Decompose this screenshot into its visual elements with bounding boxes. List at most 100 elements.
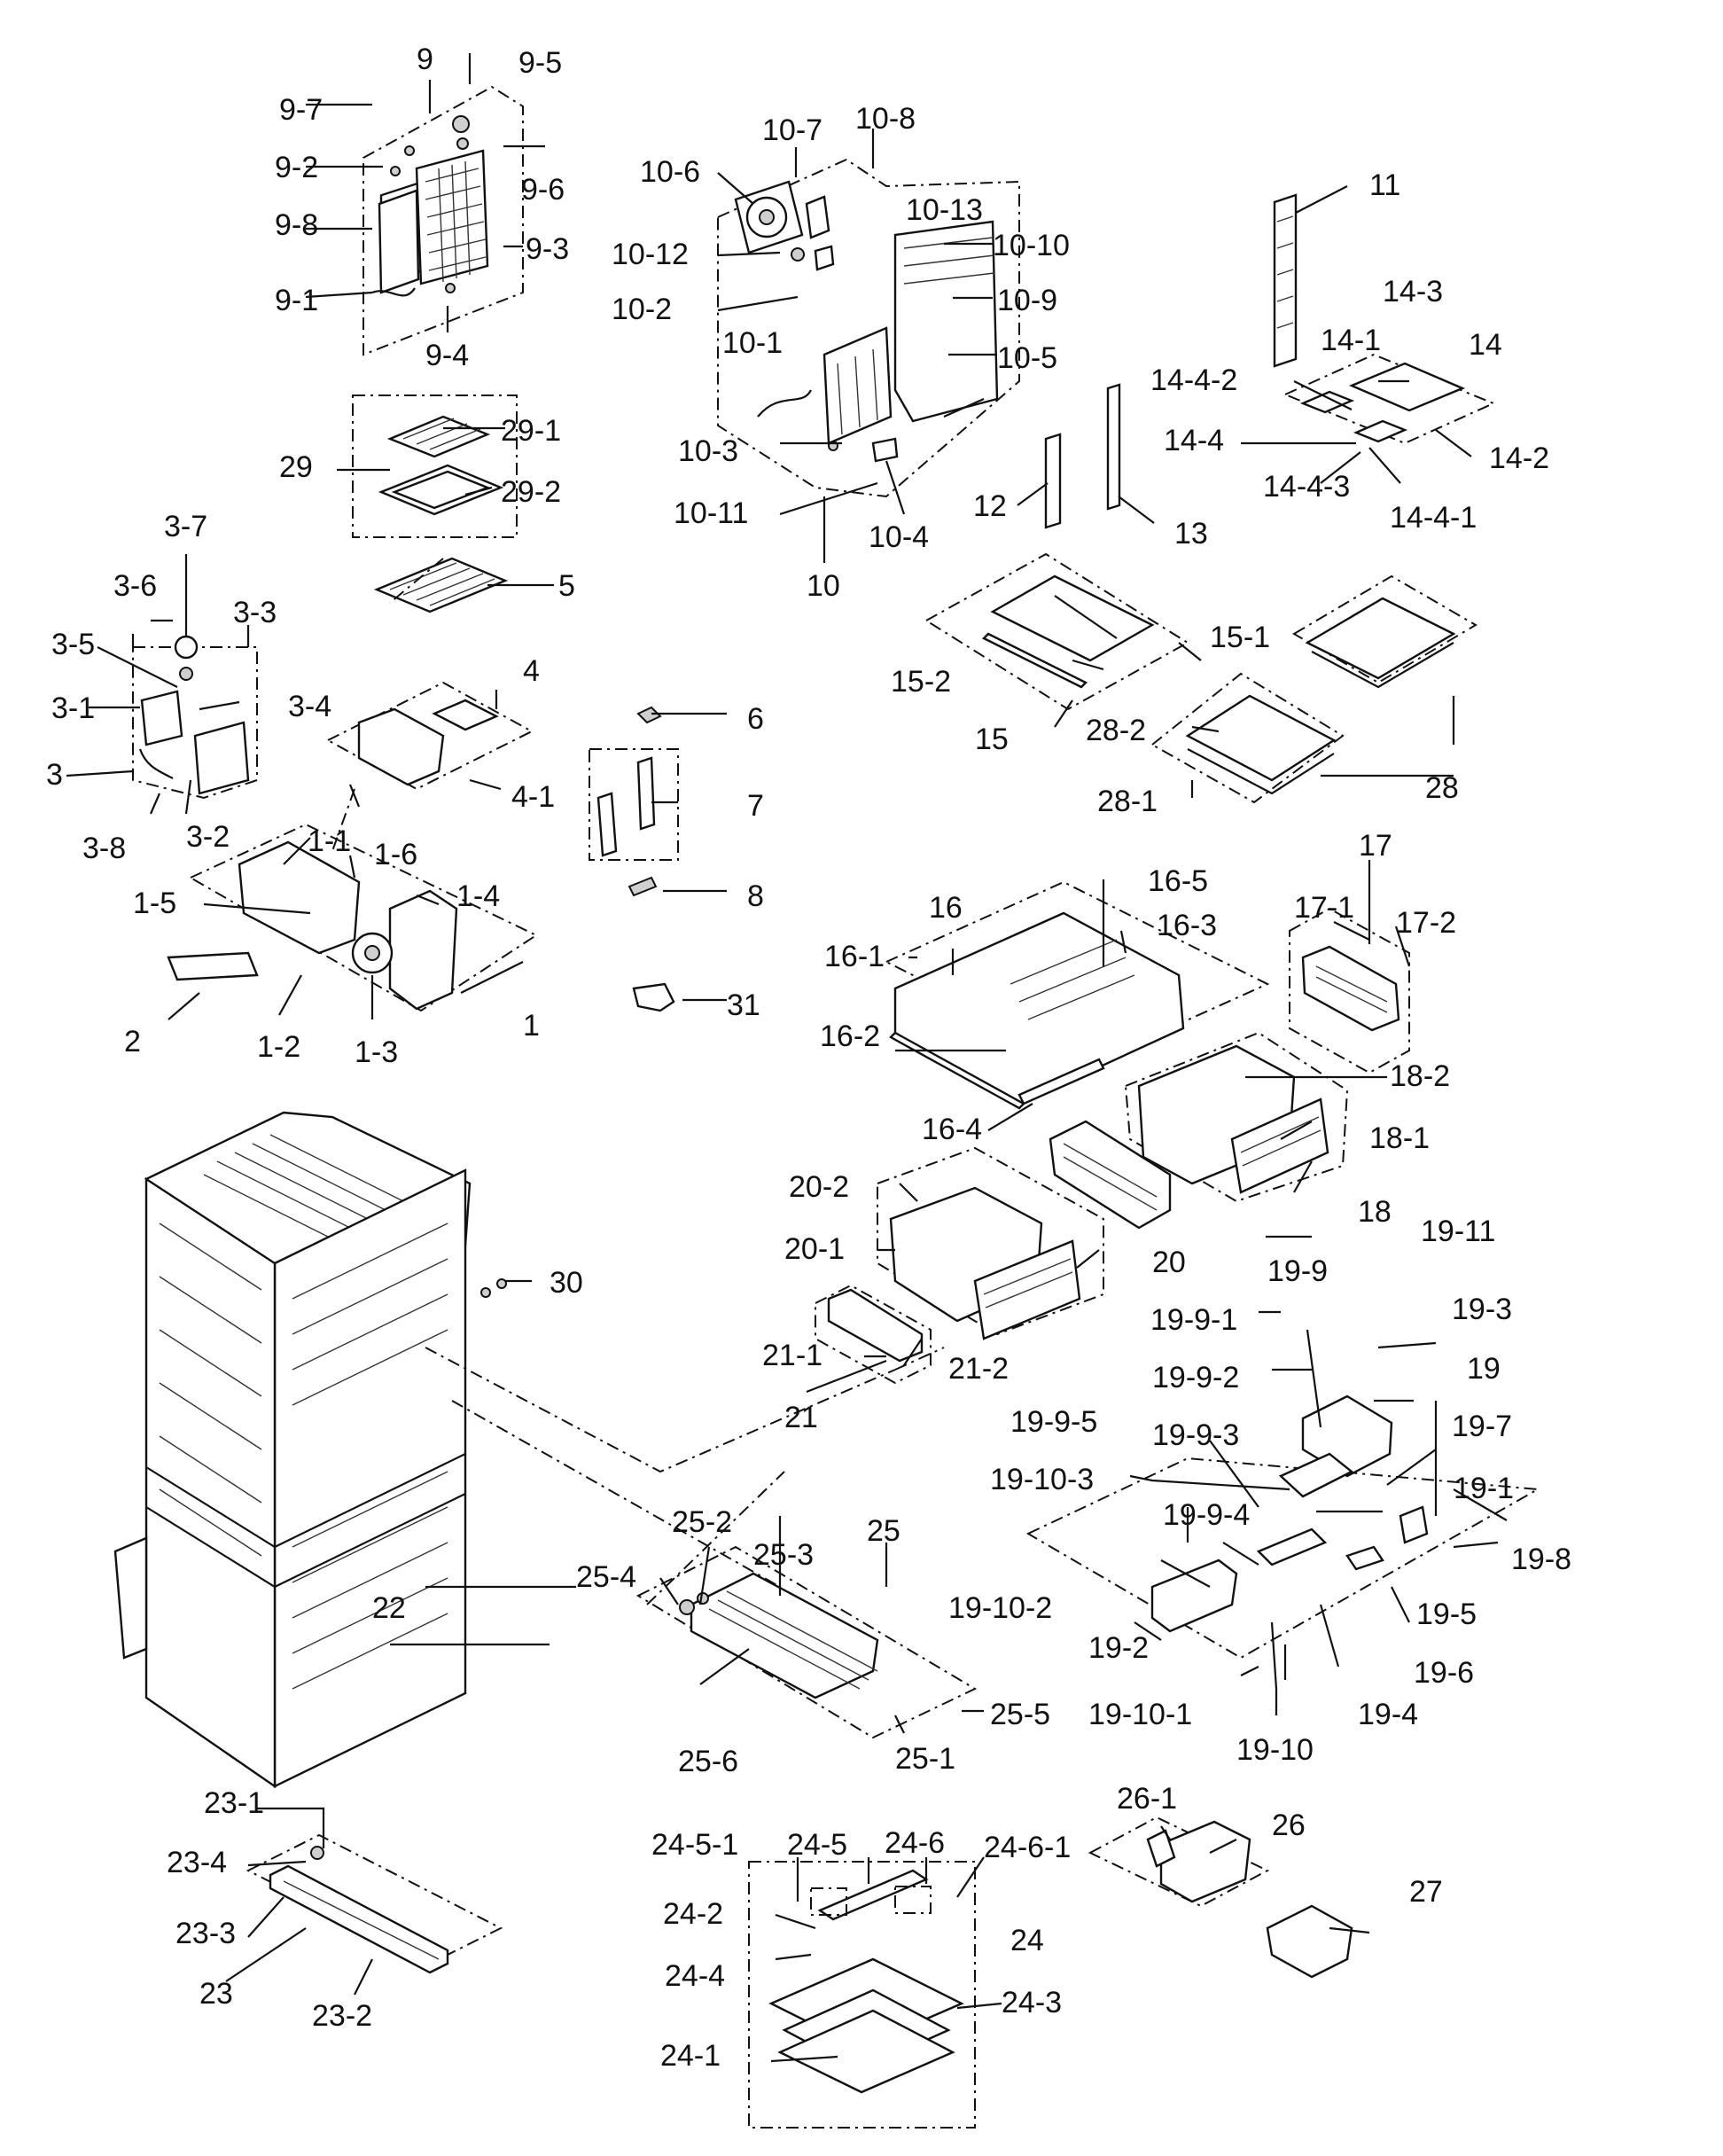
callout-label-3-5: 3-5 xyxy=(51,628,95,661)
callout-label-10-7: 10-7 xyxy=(762,113,823,147)
callout-label-24-4: 24-4 xyxy=(665,1959,725,1993)
callout-label-19-7: 19-7 xyxy=(1452,1410,1512,1443)
callout-label-15: 15 xyxy=(975,723,1009,756)
callout-label-29-2: 29-2 xyxy=(501,475,561,509)
part-group-10 xyxy=(717,158,1020,498)
callout-label-20-2: 20-2 xyxy=(789,1170,849,1204)
part-group-1 xyxy=(167,823,539,1012)
callout-label-1-6: 1-6 xyxy=(374,838,417,871)
callout-label-10-13: 10-13 xyxy=(906,193,983,227)
part-30 xyxy=(480,1278,507,1298)
callout-label-1-2: 1-2 xyxy=(257,1030,300,1064)
callout-label-16-1: 16-1 xyxy=(824,940,885,973)
callout-label-23-1: 23-1 xyxy=(204,1786,264,1820)
callout-label-5: 5 xyxy=(558,569,575,603)
cabinet-22 xyxy=(113,1111,472,1789)
callout-label-19-9: 19-9 xyxy=(1267,1254,1328,1288)
callout-label-4-1: 4-1 xyxy=(511,780,555,814)
callout-label-1-3: 1-3 xyxy=(355,1035,398,1069)
callout-label-25-3: 25-3 xyxy=(753,1538,814,1572)
callout-label-19-10-2: 19-10-2 xyxy=(948,1591,1052,1625)
callout-label-7: 7 xyxy=(747,789,764,823)
callout-label-10-11: 10-11 xyxy=(674,496,748,530)
callout-label-23-2: 23-2 xyxy=(312,1999,372,2033)
callout-label-9-6: 9-6 xyxy=(521,173,565,207)
part-group-15-28 xyxy=(924,552,1477,804)
callout-label-24-5: 24-5 xyxy=(787,1828,847,1862)
callout-label-1-4: 1-4 xyxy=(456,879,500,913)
callout-label-3-3: 3-3 xyxy=(233,596,277,629)
callout-label-19-10-1: 19-10-1 xyxy=(1088,1698,1192,1731)
callout-label-29-1: 29-1 xyxy=(501,414,561,448)
callout-label-9-5: 9-5 xyxy=(518,46,562,80)
part-group-18 xyxy=(1124,1031,1349,1203)
callout-label-29: 29 xyxy=(279,450,313,484)
callout-label-16-3: 16-3 xyxy=(1157,909,1217,942)
callout-label-10-8: 10-8 xyxy=(855,102,916,136)
callout-label-25: 25 xyxy=(867,1514,900,1548)
callout-label-14-1: 14-1 xyxy=(1321,324,1381,357)
callout-label-14-4: 14-4 xyxy=(1164,424,1224,457)
callout-label-10-10: 10-10 xyxy=(993,229,1070,262)
callout-label-10-6: 10-6 xyxy=(640,155,700,189)
leader-lines xyxy=(66,53,1508,2063)
part-group-9 xyxy=(363,85,524,356)
callout-label-25-6: 25-6 xyxy=(678,1745,738,1778)
callout-label-3-4: 3-4 xyxy=(288,690,331,723)
part-group-29 xyxy=(352,394,518,613)
part-group-17 xyxy=(1289,907,1410,1074)
callout-label-19-11: 19-11 xyxy=(1421,1215,1495,1248)
part-group-3 xyxy=(132,635,258,800)
callout-label-20-1: 20-1 xyxy=(784,1232,845,1266)
callout-label-17-1: 17-1 xyxy=(1294,891,1354,925)
callout-label-20: 20 xyxy=(1152,1246,1186,1279)
callout-label-23-3: 23-3 xyxy=(175,1917,236,1950)
callout-label-10: 10 xyxy=(807,569,840,603)
callout-label-3: 3 xyxy=(46,758,63,792)
callout-label-3-1: 3-1 xyxy=(51,691,95,725)
callout-label-9: 9 xyxy=(417,43,433,76)
callout-label-28-2: 28-2 xyxy=(1086,714,1146,747)
part-group-16 xyxy=(884,880,1270,1110)
callout-label-21-2: 21-2 xyxy=(948,1352,1009,1386)
callout-label-24-3: 24-3 xyxy=(1002,1986,1062,2019)
callout-label-25-1: 25-1 xyxy=(895,1742,955,1776)
callout-label-9-3: 9-3 xyxy=(526,232,569,266)
callout-label-19: 19 xyxy=(1467,1352,1501,1386)
callout-label-27: 27 xyxy=(1409,1875,1443,1909)
callout-label-24-2: 24-2 xyxy=(663,1897,723,1931)
callout-label-15-1: 15-1 xyxy=(1210,621,1270,654)
callout-label-1-5: 1-5 xyxy=(133,887,176,920)
part-group-4 xyxy=(325,681,534,791)
callout-label-17: 17 xyxy=(1359,829,1392,863)
callout-label-12: 12 xyxy=(973,489,1007,523)
part-group-19 xyxy=(1025,1394,1541,1660)
part-group-26-27 xyxy=(1088,1816,1353,1979)
callout-label-14: 14 xyxy=(1469,328,1502,362)
callout-label-28: 28 xyxy=(1425,771,1459,805)
callout-label-24-6-1: 24-6-1 xyxy=(984,1831,1071,1864)
callout-label-19-10-3: 19-10-3 xyxy=(990,1463,1094,1496)
callout-label-14-3: 14-3 xyxy=(1383,275,1443,309)
part-group-25 xyxy=(635,1545,978,1739)
callout-label-19-9-1: 19-9-1 xyxy=(1150,1303,1237,1337)
callout-label-18: 18 xyxy=(1358,1195,1392,1229)
callout-label-9-4: 9-4 xyxy=(425,339,469,372)
callout-label-3-6: 3-6 xyxy=(113,569,157,603)
callout-label-18-1: 18-1 xyxy=(1369,1121,1430,1155)
callout-label-19-3: 19-3 xyxy=(1452,1293,1512,1326)
callout-label-10-12: 10-12 xyxy=(612,238,689,271)
callout-label-4: 4 xyxy=(523,654,540,688)
callout-label-19-2: 19-2 xyxy=(1088,1631,1149,1665)
callout-label-24: 24 xyxy=(1010,1924,1044,1957)
callout-label-22: 22 xyxy=(372,1591,406,1625)
callout-label-19-6: 19-6 xyxy=(1414,1656,1474,1690)
callout-label-16-4: 16-4 xyxy=(922,1113,982,1146)
callout-label-16: 16 xyxy=(929,891,963,925)
callout-label-19-4: 19-4 xyxy=(1358,1698,1418,1731)
callout-label-10-4: 10-4 xyxy=(869,520,929,554)
callout-label-17-2: 17-2 xyxy=(1396,906,1456,940)
callout-label-19-9-5: 19-9-5 xyxy=(1010,1405,1097,1439)
callout-label-21: 21 xyxy=(784,1401,818,1434)
callout-label-19-8: 19-8 xyxy=(1511,1543,1571,1576)
